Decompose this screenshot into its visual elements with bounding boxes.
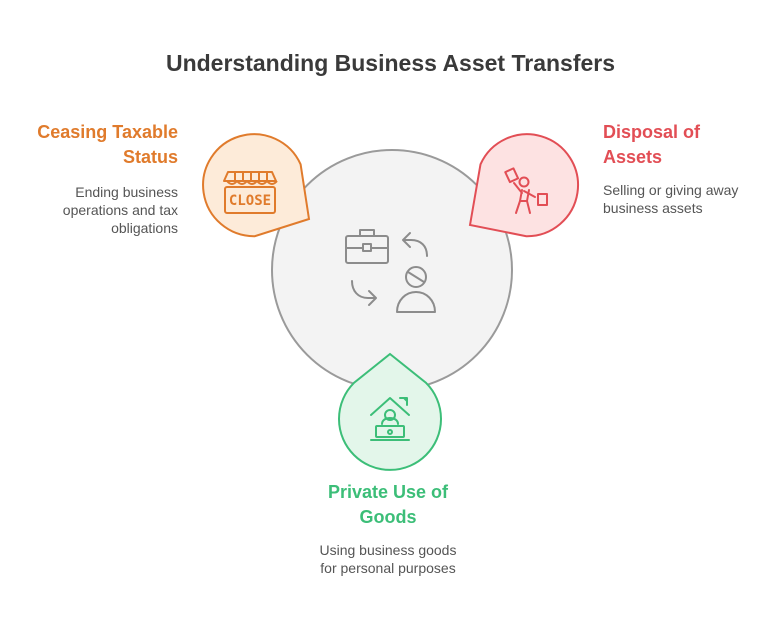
ceasing-description: Ending business operations and tax oblig… [62,184,178,236]
close-sign-text: CLOSE [229,193,271,209]
home-laptop-icon [370,397,410,441]
disposal-teardrop [468,133,579,238]
diagram-title: Understanding Business Asset Transfers [165,50,616,76]
disposal-description: Selling or giving away business assets [603,182,739,216]
user-icon [396,266,436,313]
disposal-heading: Disposal of Assets [603,122,701,167]
private-use-description: Using business goods for personal purpos… [319,542,457,576]
arrow-return-icon [402,232,428,257]
ceasing-heading: Ceasing Taxable Status [37,122,178,167]
person-throwing-items-icon [504,167,548,214]
private-use-teardrop [338,352,442,471]
briefcase-icon [345,229,389,264]
closed-shop-sign-icon [223,171,278,214]
ceasing-teardrop [202,133,311,238]
private-use-heading: Private Use of Goods [327,482,449,527]
arrow-forward-icon [351,280,377,306]
